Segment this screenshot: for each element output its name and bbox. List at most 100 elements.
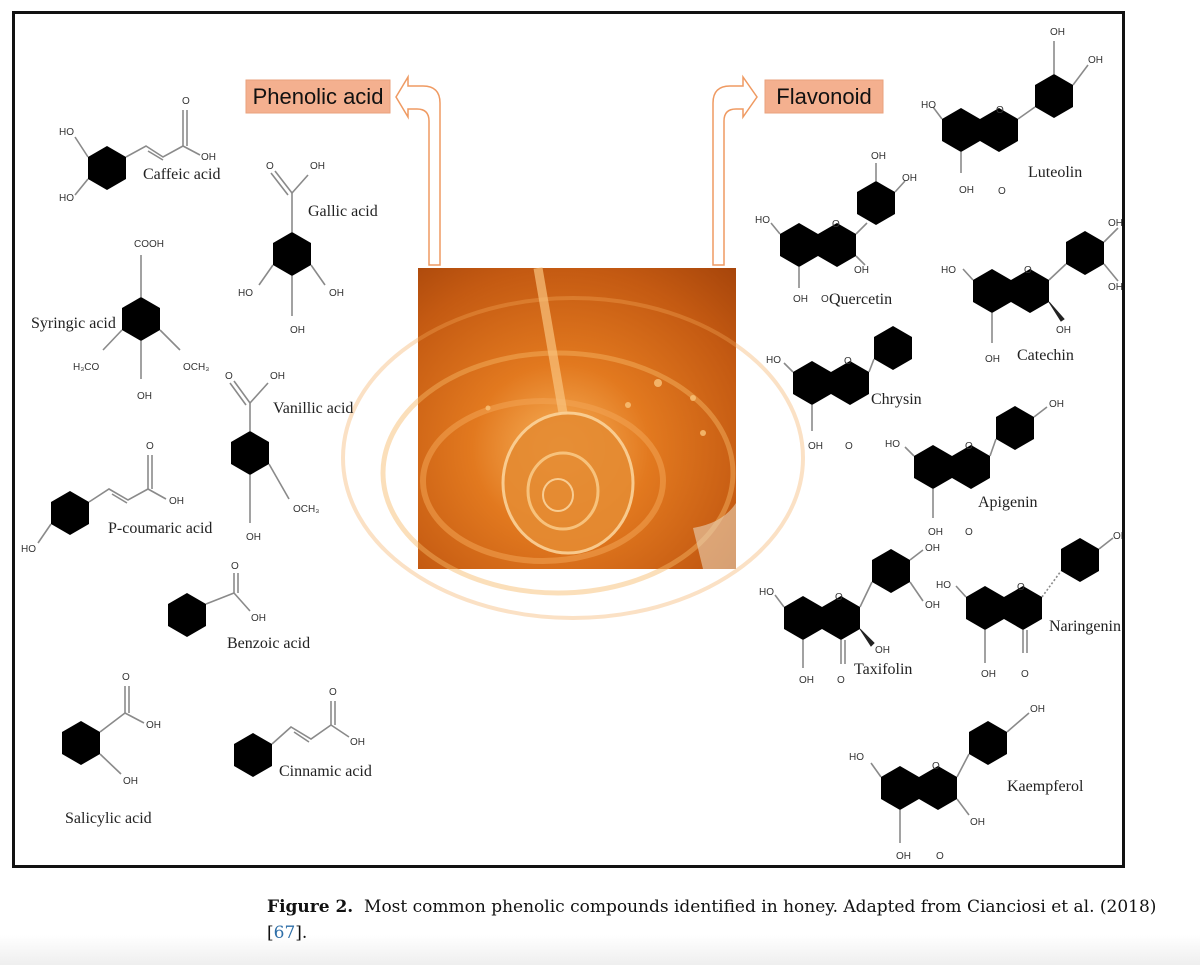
svg-text:OH: OH <box>146 720 161 731</box>
svg-text:O: O <box>1024 265 1032 276</box>
svg-text:HO: HO <box>59 193 74 204</box>
molecule-syringic-acid: COOH H₃CO OCH₃ OH Syringic acid <box>31 239 209 402</box>
svg-text:OCH₃: OCH₃ <box>183 362 209 373</box>
chrysin-label: Chrysin <box>871 391 922 408</box>
arrow-to-phenolic-acid <box>395 74 441 266</box>
svg-text:OH: OH <box>251 613 266 624</box>
svg-text:O: O <box>844 356 852 367</box>
svg-text:OH: OH <box>871 151 886 162</box>
molecule-caffeic-acid: HO HO O OH Caffeic acid <box>59 96 220 204</box>
phenolic-acid-box <box>245 79 391 114</box>
phenolic-acid-label: Phenolic acid <box>253 84 384 109</box>
catechin-label: Catechin <box>1017 347 1074 364</box>
molecule-gallic-acid: O OH HO OH OH Gallic acid <box>238 161 378 336</box>
svg-text:OH: OH <box>169 496 184 507</box>
svg-text:OH: OH <box>1030 704 1045 715</box>
caption-text: Most common phenolic compounds identifie… <box>267 897 1157 943</box>
svg-text:O: O <box>1021 669 1029 680</box>
molecule-catechin: OH OH HO O OH OH Catechin <box>941 218 1122 365</box>
svg-text:OH: OH <box>310 161 325 172</box>
svg-text:HO: HO <box>921 100 936 111</box>
svg-text:HO: HO <box>941 265 956 276</box>
svg-text:O: O <box>998 186 1006 197</box>
svg-text:OH: OH <box>1056 325 1071 336</box>
svg-text:OH: OH <box>290 325 305 336</box>
caption-tail: ]. <box>295 923 308 943</box>
svg-text:O: O <box>835 592 843 603</box>
svg-text:O: O <box>996 105 1004 116</box>
svg-text:OH: OH <box>123 776 138 787</box>
svg-text:OH: OH <box>1088 55 1103 66</box>
caffeic-acid-label: Caffeic acid <box>143 166 220 183</box>
svg-text:OH: OH <box>137 391 152 402</box>
molecule-luteolin: OH OH HO O OH O Luteolin <box>921 27 1103 197</box>
svg-text:O: O <box>329 687 337 698</box>
svg-text:OH: OH <box>928 527 943 538</box>
svg-text:O: O <box>932 761 940 772</box>
svg-text:O: O <box>845 441 853 452</box>
figure-frame: Phenolic acid Flavonoid HO HO O OH <box>12 11 1125 868</box>
svg-text:O: O <box>122 672 130 683</box>
cinnamic-acid-label: Cinnamic acid <box>279 763 372 780</box>
molecule-apigenin: OH HO O OH O Apigenin <box>885 399 1064 538</box>
svg-text:OH: OH <box>959 185 974 196</box>
flavonoid-category: Flavonoid <box>764 79 884 114</box>
svg-text:OH: OH <box>1108 218 1122 229</box>
svg-text:COOH: COOH <box>134 239 164 250</box>
syringic-acid-label: Syringic acid <box>31 315 116 332</box>
apigenin-label: Apigenin <box>978 494 1038 511</box>
svg-text:OH: OH <box>799 675 814 686</box>
svg-text:O: O <box>821 294 829 305</box>
svg-text:HO: HO <box>759 587 774 598</box>
arrow-to-flavonoid <box>712 74 758 266</box>
svg-text:O: O <box>965 441 973 452</box>
molecule-quercetin: OH OH HO O OH OH O Quercetin <box>755 151 917 308</box>
flavonoid-label: Flavonoid <box>776 84 871 109</box>
svg-text:OH: OH <box>793 294 808 305</box>
luteolin-label: Luteolin <box>1028 164 1082 181</box>
molecule-naringenin: OH HO O OH O Naringenin <box>936 531 1122 680</box>
citation-link[interactable]: 67 <box>273 923 296 943</box>
svg-text:O: O <box>225 371 233 382</box>
svg-text:HO: HO <box>936 580 951 591</box>
svg-text:OH: OH <box>925 543 940 554</box>
svg-text:O: O <box>231 561 239 572</box>
svg-text:OH: OH <box>981 669 996 680</box>
honey-image <box>341 267 805 620</box>
svg-text:OH: OH <box>808 441 823 452</box>
svg-text:HO: HO <box>755 215 770 226</box>
phenolic-compounds-figure: Phenolic acid Flavonoid HO HO O OH <box>21 27 1122 862</box>
svg-text:HO: HO <box>59 127 74 138</box>
svg-text:OH: OH <box>270 371 285 382</box>
quercetin-label: Quercetin <box>829 291 892 308</box>
phenolic-acid-category: Phenolic acid <box>245 79 391 114</box>
molecule-cinnamic-acid: O OH Cinnamic acid <box>234 687 372 780</box>
svg-text:OH: OH <box>925 600 940 611</box>
naringenin-label: Naringenin <box>1049 618 1121 635</box>
svg-text:O: O <box>146 441 154 452</box>
svg-text:O: O <box>266 161 274 172</box>
svg-text:OCH₃: OCH₃ <box>293 504 319 515</box>
svg-text:OH: OH <box>875 645 890 656</box>
benzoic-acid-label: Benzoic acid <box>227 635 310 652</box>
svg-text:H₃CO: H₃CO <box>73 362 100 373</box>
svg-text:OH: OH <box>350 737 365 748</box>
svg-text:HO: HO <box>766 355 781 366</box>
molecule-chrysin: HO O OH O Chrysin <box>766 326 922 452</box>
molecule-vanillic-acid: O OH OCH₃ OH Vanillic acid <box>225 371 353 543</box>
svg-text:OH: OH <box>1050 27 1065 38</box>
svg-text:OH: OH <box>1113 531 1122 542</box>
svg-text:OH: OH <box>246 532 261 543</box>
svg-text:OH: OH <box>1049 399 1064 410</box>
molecule-p-coumaric-acid: HO O OH P-coumaric acid <box>21 441 212 555</box>
p-coumaric-acid-label: P-coumaric acid <box>108 520 212 537</box>
svg-text:HO: HO <box>238 288 253 299</box>
svg-text:O: O <box>182 96 190 107</box>
svg-text:OH: OH <box>329 288 344 299</box>
molecule-taxifolin: OH OH HO O OH OH O Taxifolin <box>759 543 940 686</box>
svg-text:OH: OH <box>854 265 869 276</box>
svg-text:OH: OH <box>1108 282 1122 293</box>
svg-text:OH: OH <box>896 851 911 862</box>
molecule-benzoic-acid: O OH Benzoic acid <box>168 561 310 652</box>
svg-text:HO: HO <box>885 439 900 450</box>
